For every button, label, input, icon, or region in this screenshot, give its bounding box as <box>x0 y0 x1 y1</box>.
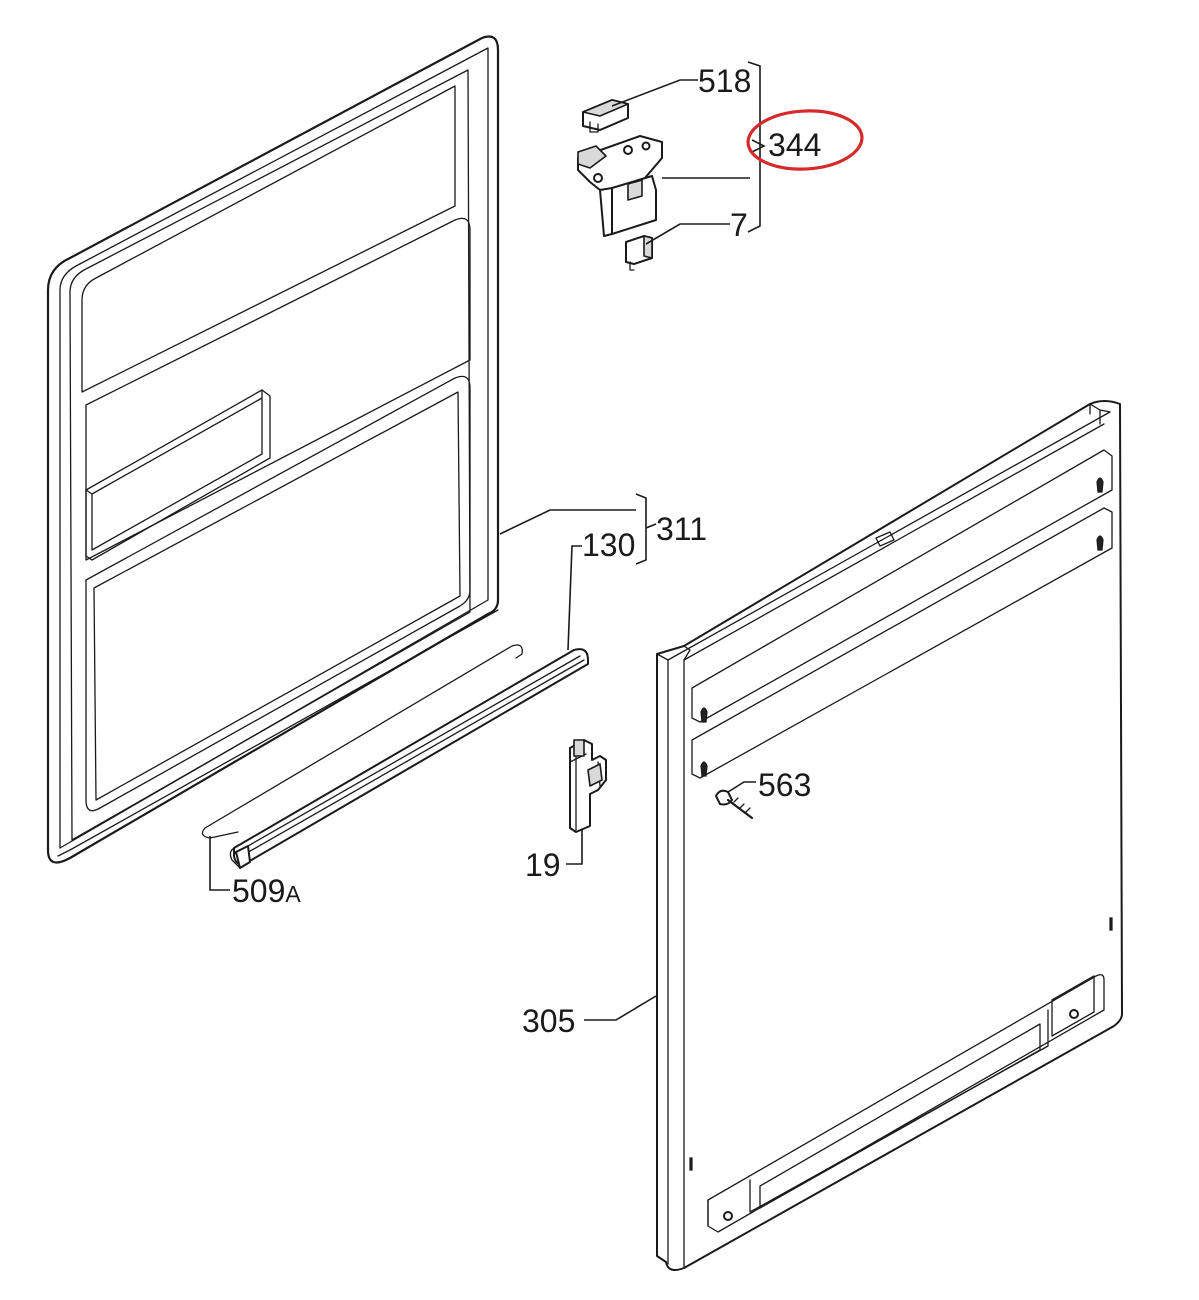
label-509a: 509A <box>232 873 301 909</box>
label-509a-number: 509 <box>232 873 285 909</box>
label-509a-suffix: A <box>285 881 301 907</box>
label-19: 19 <box>525 847 561 883</box>
screw-563 <box>715 789 754 820</box>
highlight-ring-344 <box>746 109 864 171</box>
inner-door-panel <box>46 35 500 864</box>
label-344: 344 <box>768 127 821 163</box>
label-7: 7 <box>730 207 748 243</box>
outer-door-panel <box>656 400 1123 1271</box>
label-130: 130 <box>582 527 635 563</box>
label-311: 311 <box>656 511 707 547</box>
door-latch-assembly <box>577 99 663 271</box>
label-563: 563 <box>758 767 811 803</box>
label-305: 305 <box>522 1003 575 1039</box>
label-518: 518 <box>698 63 751 99</box>
leader-lines <box>209 61 766 1021</box>
part-labels: 518 344 7 311 130 563 19 509A 305 <box>232 63 821 1039</box>
door-seal-gasket <box>229 648 589 869</box>
door-hinge-19 <box>569 739 607 833</box>
